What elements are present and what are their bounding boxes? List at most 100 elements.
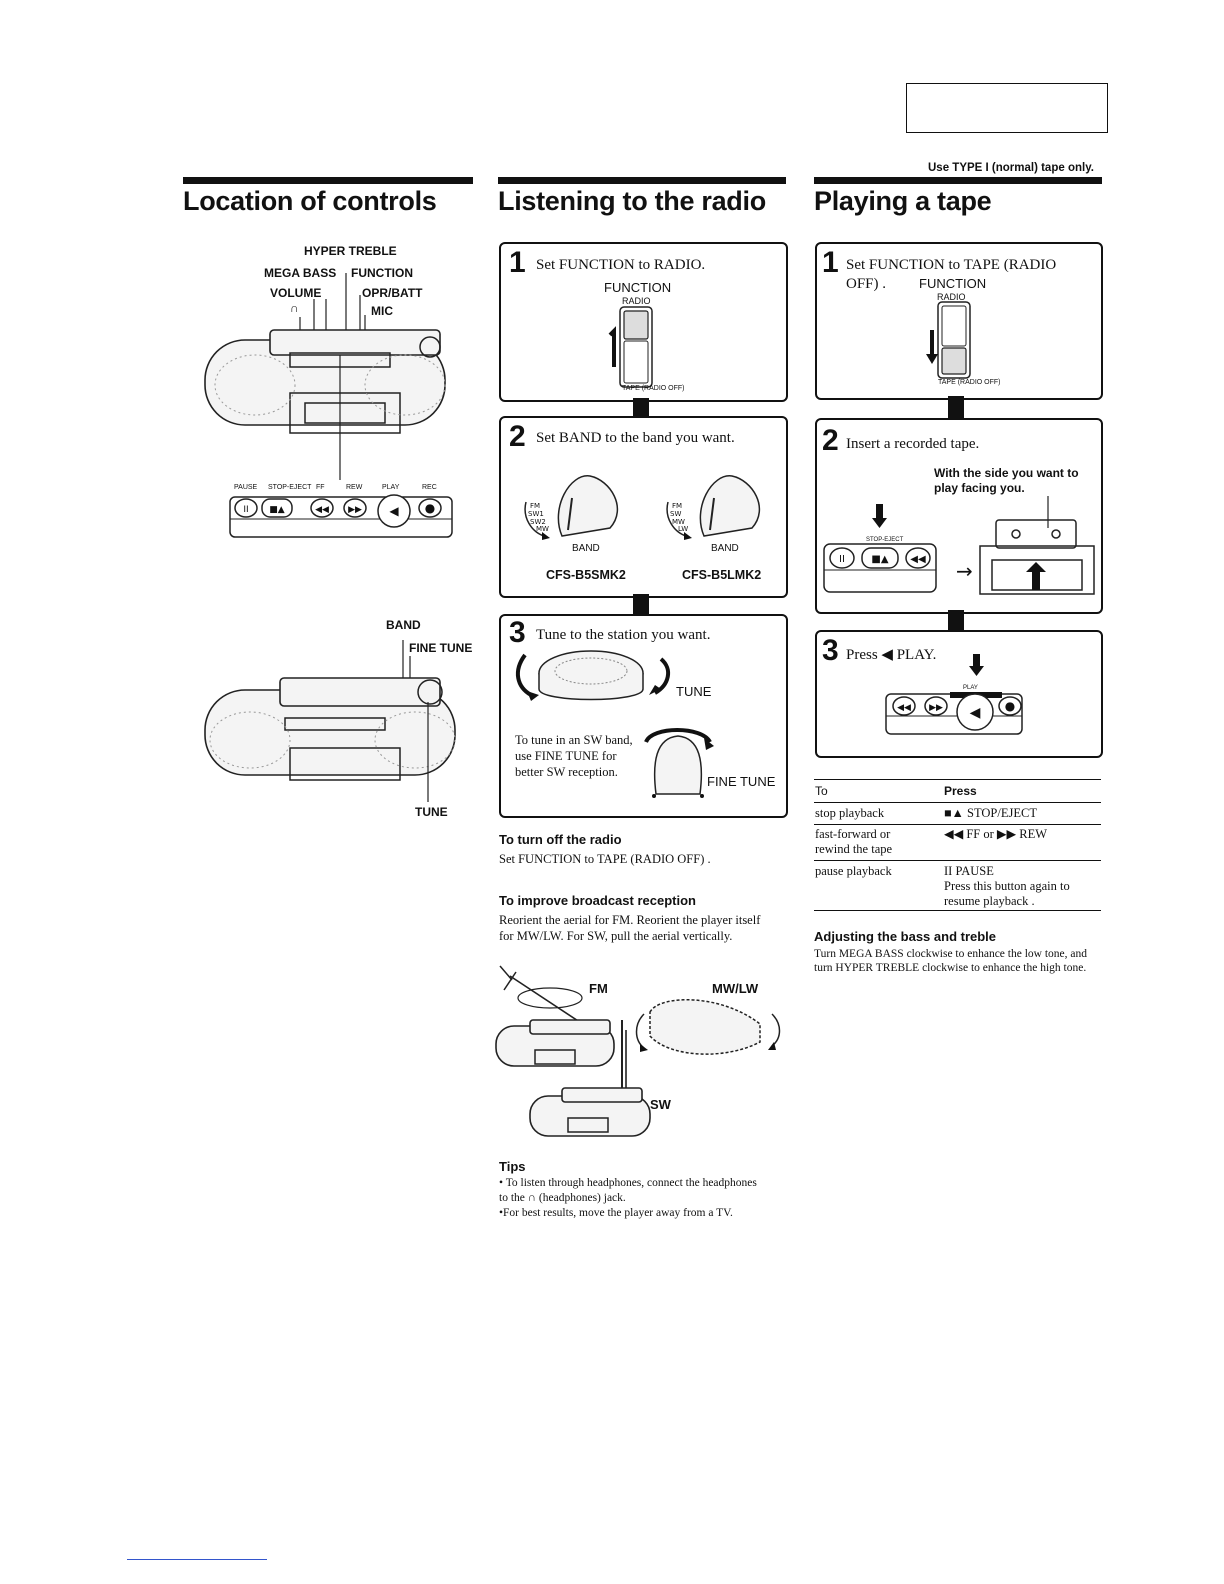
- svg-text:▶▶: ▶▶: [929, 703, 943, 713]
- row2-press: ◀◀ FF or ▶▶ REW: [944, 827, 1048, 841]
- tape-step2-number: 2: [822, 424, 839, 457]
- tape-step3-text: Press ◀ PLAY.: [846, 647, 937, 663]
- tune-label: TUNE: [676, 684, 712, 699]
- radio-step-connector-2: [633, 594, 649, 614]
- table-header-press: Press: [944, 784, 977, 798]
- band-b-lw: LW: [678, 525, 688, 533]
- function-switch-radio-illustration: [608, 306, 653, 388]
- label-hyper-treble: HYPER TREBLE: [304, 244, 397, 258]
- radio-step1-function-label: FUNCTION: [604, 280, 672, 295]
- tape-step-connector-2: [948, 610, 964, 630]
- rule-col2: [498, 177, 786, 184]
- turn-off-radio-title: To turn off the radio: [499, 832, 622, 847]
- key-label-rec: REC: [422, 484, 437, 491]
- key-label-pause: PAUSE: [234, 484, 258, 491]
- radio-step1-tape-label: TAPE (RADIO OFF): [622, 385, 685, 392]
- svg-text:◀◀: ◀◀: [897, 703, 911, 713]
- band-a-mw: MW: [536, 525, 549, 533]
- model-cfs-b5smk2: CFS-B5SMK2: [546, 568, 626, 582]
- band-b-fm: FM: [672, 502, 682, 510]
- title-playing-a-tape: Playing a tape: [814, 186, 992, 216]
- radio-step-connector-1: [633, 398, 649, 416]
- boombox-front-illustration: [204, 273, 446, 480]
- key-label-ff: FF: [316, 484, 325, 491]
- svg-text:II: II: [839, 554, 845, 565]
- play-icon: ◀: [389, 504, 399, 518]
- title-location-of-controls: Location of controls: [183, 186, 437, 216]
- footer-rule: [127, 1559, 267, 1560]
- svg-text:◀: ◀: [970, 705, 981, 721]
- rec-icon: ●: [425, 501, 435, 515]
- table-top-rule: [814, 779, 1101, 780]
- stop-eject-icon: ■▲: [269, 505, 285, 515]
- fine-tune-label: FINE TUNE: [707, 774, 776, 789]
- bass-treble-title: Adjusting the bass and treble: [814, 929, 997, 944]
- tape-side-note: With the side you want to play facing yo…: [934, 466, 1079, 495]
- tape-step1-function-label: FUNCTION: [919, 276, 987, 291]
- aerial-orientation-illustration: [495, 965, 781, 1137]
- improve-reception-text: Reorient the aerial for FM. Reorient the…: [499, 913, 761, 943]
- transport-keys-illustration: II ■▲ ◀◀ ▶▶ ◀ ●: [229, 494, 453, 538]
- rew-icon: ▶▶: [348, 505, 362, 515]
- tip-tv: •For best results, move the player away …: [499, 1207, 733, 1219]
- table-bottom-rule: [814, 910, 1101, 911]
- tape-step1-number: 1: [822, 246, 839, 279]
- label-function: FUNCTION: [351, 266, 413, 280]
- tape-step1-tape-label: TAPE (RADIO OFF): [938, 379, 1001, 386]
- tape-step3-number: 3: [822, 634, 839, 667]
- band-knob-b5lmk2-illustration: FM SW MW LW: [666, 475, 761, 540]
- tape-step-connector-1: [948, 396, 964, 418]
- radio-step3-text: Tune to the station you want.: [536, 627, 711, 643]
- radio-step3-box: [499, 614, 788, 818]
- sw-tuning-note: To tune in an SW band, use FINE TUNE for…: [515, 733, 633, 779]
- mwlw-label: MW/LW: [712, 981, 759, 996]
- ff-icon: ◀◀: [315, 505, 329, 515]
- label-fine-tune: FINE TUNE: [409, 641, 473, 655]
- label-band: BAND: [386, 618, 421, 632]
- radio-step1-number: 1: [509, 246, 526, 279]
- tape-step2-text: Insert a recorded tape.: [846, 436, 980, 452]
- tape-step1-text: Set FUNCTION to TAPE (RADIO OFF) .: [846, 257, 1057, 292]
- tape-step1-radio-label: RADIO: [937, 292, 966, 302]
- tape-step2-box: [815, 418, 1103, 614]
- radio-step2-text: Set BAND to the band you want.: [536, 430, 735, 446]
- tape-type-note: Use TYPE I (normal) tape only.: [928, 162, 1094, 174]
- table-rule-3: [814, 860, 1101, 861]
- play-small-label: PLAY: [963, 685, 978, 691]
- band-b-label: BAND: [711, 543, 739, 554]
- tip-headphones: • To listen through headphones, connect …: [499, 1177, 757, 1204]
- svg-text:■▲: ■▲: [871, 554, 888, 565]
- key-label-play: PLAY: [382, 484, 400, 491]
- band-a-fm: FM: [530, 502, 540, 510]
- row3-extra: Press this button again to resume playba…: [944, 879, 1070, 908]
- radio-step2-number: 2: [509, 420, 526, 453]
- table-header-to: To: [815, 784, 828, 798]
- boombox-side-illustration: [204, 640, 456, 802]
- transport-key-labels: PAUSE STOP-EJECT FF REW PLAY REC: [232, 484, 462, 496]
- band-a-label: BAND: [572, 543, 600, 554]
- svg-text:◀◀: ◀◀: [910, 554, 926, 565]
- row1-press: ■▲ STOP/EJECT: [944, 806, 1037, 820]
- tune-dial-illustration: [515, 650, 671, 701]
- header-frame: [906, 83, 1108, 133]
- key-label-stop-eject: STOP-EJECT: [268, 484, 312, 491]
- model-cfs-b5lmk2: CFS-B5LMK2: [682, 568, 762, 582]
- band-a-sw1: SW1: [528, 510, 544, 518]
- improve-reception-title: To improve broadcast reception: [499, 893, 696, 908]
- fine-tune-knob-illustration: [644, 728, 714, 798]
- band-b-mw: MW: [672, 518, 685, 526]
- bass-treble-text: Turn MEGA BASS clockwise to enhance the …: [814, 948, 1087, 974]
- label-tune: TUNE: [415, 805, 448, 819]
- label-volume: VOLUME: [270, 286, 322, 300]
- label-mega-bass: MEGA BASS: [264, 266, 337, 280]
- rule-col1: [183, 177, 473, 184]
- key-label-rew: REW: [346, 484, 363, 491]
- tips-title: Tips: [499, 1159, 526, 1174]
- pause-icon: II: [243, 505, 248, 515]
- band-a-sw2: SW2: [530, 518, 546, 526]
- press-play-illustration: ◀◀▶▶ ◀●: [885, 654, 1023, 735]
- radio-step1-radio-label: RADIO: [622, 296, 651, 306]
- title-listening-to-radio: Listening to the radio: [498, 186, 766, 216]
- row2-to: fast-forward or rewind the tape: [815, 827, 893, 856]
- row3-to: pause playback: [815, 864, 892, 878]
